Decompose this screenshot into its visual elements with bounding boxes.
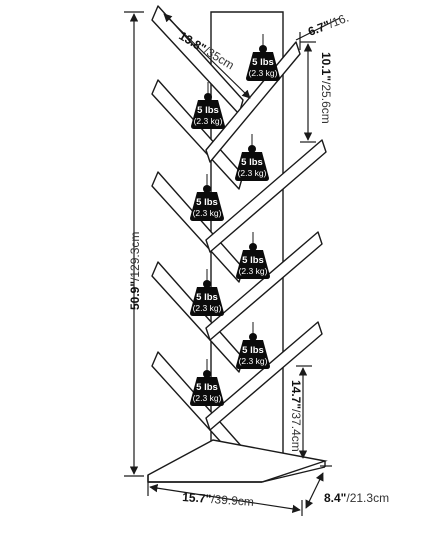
shelf-spacing-dimension-line (300, 41, 316, 143)
weight-icon: 5 lbs(2.3 kg) (235, 134, 269, 181)
weight-label: 5 lbs (196, 382, 218, 393)
weight-icon: 5 lbs(2.3 kg) (190, 269, 224, 316)
height-dimension-line (124, 11, 144, 477)
weight-label: 5 lbs (196, 197, 218, 208)
weight-labels: 5 lbs(2.3 kg)5 lbs(2.3 kg)5 lbs(2.3 kg)5… (190, 34, 280, 406)
weight-label: 5 lbs (197, 105, 219, 116)
height-dimension-label: 50.9"/129.3cm (128, 232, 142, 310)
depth-dimension-label: 8.4"/21.3cm (324, 491, 389, 505)
weight-label: 5 lbs (241, 157, 263, 168)
weight-icon: 5 lbs(2.3 kg) (246, 34, 280, 81)
weight-label: 5 lbs (252, 57, 274, 68)
weight-metric-label: (2.3 kg) (249, 68, 278, 78)
base-to-shelf-dimension-label: 14.7"/37.4cm (289, 380, 303, 452)
base-to-shelf-dimension-line (296, 365, 312, 459)
weight-label: 5 lbs (196, 292, 218, 303)
shelf-right-4 (205, 321, 323, 431)
weight-label: 5 lbs (242, 345, 264, 356)
depth-dimension-line (305, 465, 332, 509)
weight-metric-label: (2.3 kg) (194, 116, 223, 126)
weight-metric-label: (2.3 kg) (239, 266, 268, 276)
weight-metric-label: (2.3 kg) (238, 168, 267, 178)
shelf-depth-dimension-line (295, 17, 341, 50)
weight-icon: 5 lbs(2.3 kg) (190, 359, 224, 406)
weight-metric-label: (2.3 kg) (239, 356, 268, 366)
weight-metric-label: (2.3 kg) (193, 208, 222, 218)
shelf-right-3 (205, 231, 323, 341)
weight-icon: 5 lbs(2.3 kg) (236, 322, 270, 369)
shelf-right-2 (205, 139, 327, 253)
bookshelf-base (147, 439, 328, 483)
weight-icon: 5 lbs(2.3 kg) (190, 174, 224, 221)
shelf-spacing-dimension-label: 10.1"/25.6cm (319, 52, 333, 124)
weight-icon: 5 lbs(2.3 kg) (236, 232, 270, 279)
width-dimension-line (147, 482, 303, 516)
shelf-length-dimension-line (163, 13, 251, 99)
weight-metric-label: (2.3 kg) (193, 303, 222, 313)
weight-label: 5 lbs (242, 255, 264, 266)
weight-metric-label: (2.3 kg) (193, 393, 222, 403)
width-dimension-label: 15.7"/39.9cm (182, 490, 255, 509)
shelf-depth-dimension-label: 6.7"/16. (306, 11, 351, 39)
